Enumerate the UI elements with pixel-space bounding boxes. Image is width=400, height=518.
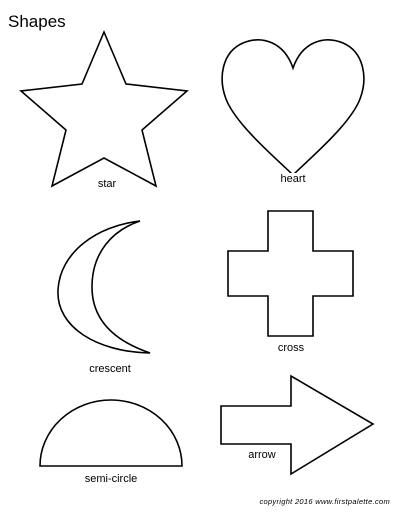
crescent-label: crescent xyxy=(87,363,133,376)
copyright-notice: copyright 2016 www.firstpalette.com xyxy=(259,497,390,506)
crescent-shape xyxy=(57,220,151,354)
semi-circle-label: semi-circle xyxy=(82,473,140,486)
arrow-label: arrow xyxy=(246,449,278,462)
arrow-shape xyxy=(220,374,375,476)
semi-circle-shape xyxy=(39,399,183,467)
star-shape xyxy=(19,29,189,188)
star-label: star xyxy=(95,178,119,191)
heart-label: heart xyxy=(278,173,308,186)
page-title: Shapes xyxy=(8,12,66,31)
heart-shape xyxy=(221,39,365,177)
cross-shape xyxy=(227,210,354,337)
cross-label: cross xyxy=(275,342,307,355)
